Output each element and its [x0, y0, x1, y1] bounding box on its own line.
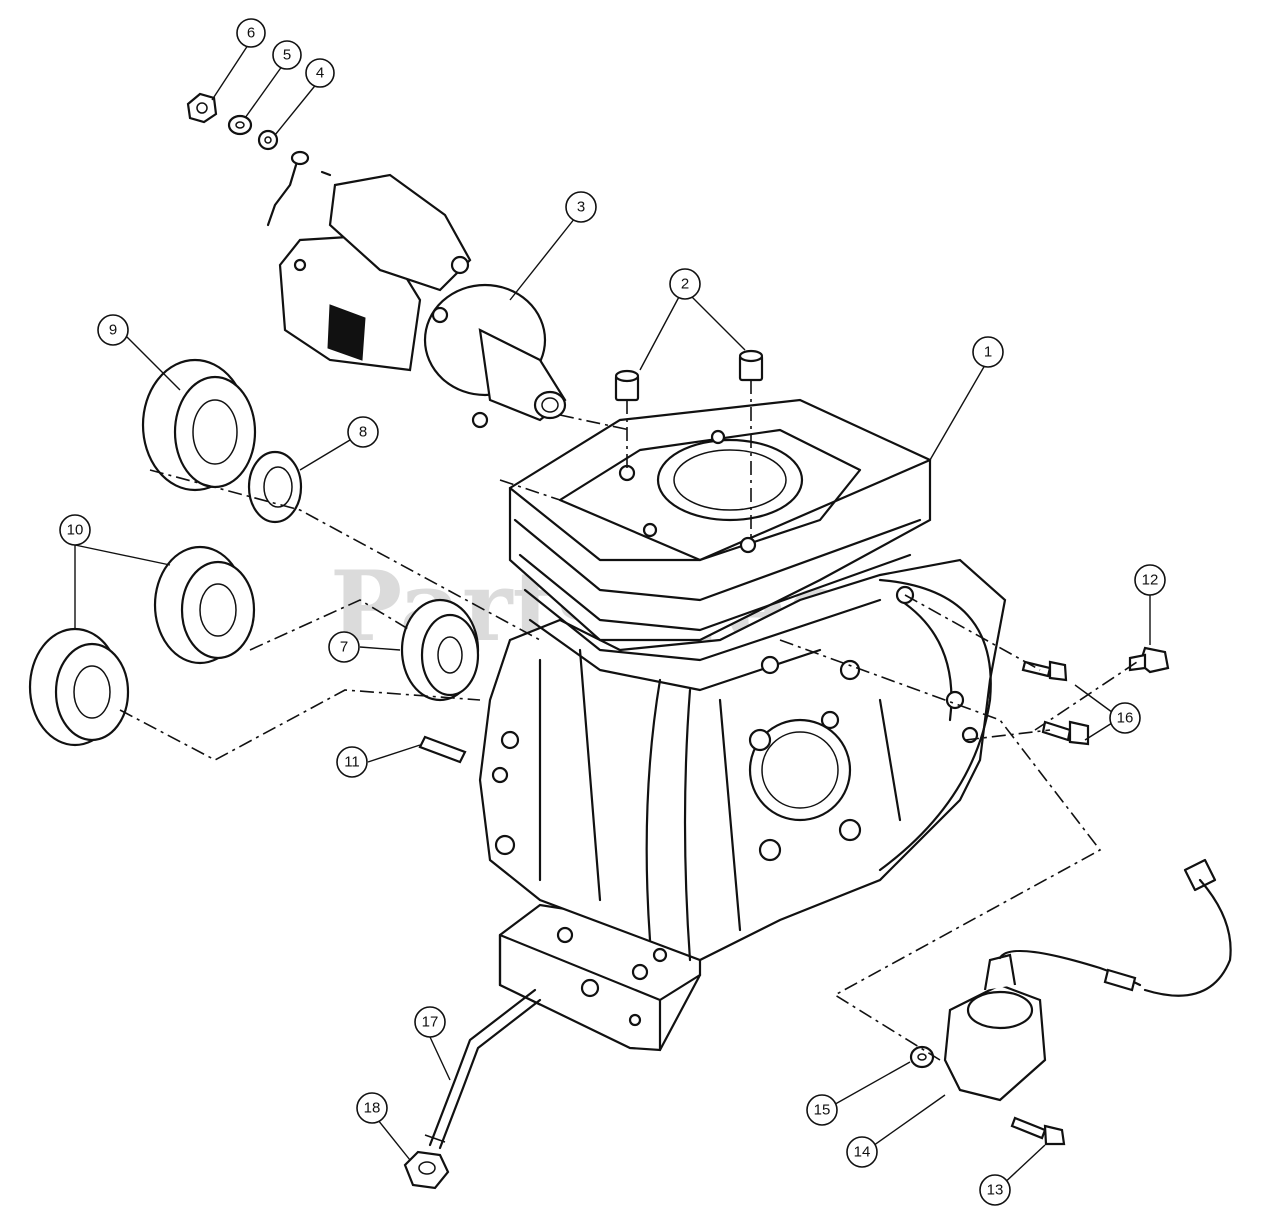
callout-18[interactable]: 18 — [356, 1092, 388, 1124]
callout-11[interactable]: 11 — [336, 746, 368, 778]
callout-9[interactable]: 9 — [97, 314, 129, 346]
callout-15[interactable]: 15 — [806, 1094, 838, 1126]
bolt-16-lower[interactable] — [1041, 720, 1090, 746]
crankcase-block[interactable] — [478, 398, 1007, 1052]
callout-label-7: 7 — [340, 639, 348, 656]
callout-label-13: 13 — [987, 1182, 1004, 1199]
callout-label-1: 1 — [984, 344, 992, 361]
dowel-pin-right[interactable] — [738, 349, 764, 382]
callout-label-5: 5 — [283, 47, 291, 64]
starter-motor[interactable] — [278, 170, 567, 429]
callout-8[interactable]: 8 — [347, 416, 379, 448]
pin-11[interactable] — [418, 735, 467, 764]
callout-13[interactable]: 13 — [979, 1174, 1011, 1206]
callout-3[interactable]: 3 — [565, 191, 597, 223]
callout-label-17: 17 — [422, 1014, 439, 1031]
callout-label-12: 12 — [1142, 572, 1159, 589]
callout-label-11: 11 — [344, 754, 360, 771]
spacer-15[interactable] — [909, 1045, 935, 1069]
callout-1[interactable]: 1 — [972, 336, 1004, 368]
callout-label-15: 15 — [814, 1102, 831, 1119]
callout-label-10: 10 — [67, 522, 84, 539]
wire-terminal — [266, 150, 310, 227]
callout-5[interactable]: 5 — [272, 40, 302, 70]
callout-label-2: 2 — [681, 276, 689, 293]
callout-2[interactable]: 2 — [669, 268, 701, 300]
leader-lines — [74, 41, 1151, 1188]
callout-14[interactable]: 14 — [846, 1136, 878, 1168]
ball-bearing-10-upper[interactable] — [153, 545, 256, 665]
ball-bearing-10-lower[interactable] — [28, 627, 130, 747]
callout-4[interactable]: 4 — [305, 58, 335, 88]
callout-10[interactable]: 10 — [59, 514, 91, 546]
callout-6[interactable]: 6 — [236, 18, 266, 48]
hex-nut-6[interactable] — [186, 92, 218, 124]
callout-label-4: 4 — [316, 65, 324, 82]
oil-seal-8[interactable] — [247, 450, 303, 524]
callout-label-6: 6 — [247, 25, 255, 42]
lock-washer-4[interactable] — [257, 129, 279, 151]
ignition-coil-14[interactable] — [943, 858, 1232, 1102]
bolt-16-upper[interactable] — [1021, 660, 1068, 682]
callout-label-3: 3 — [577, 199, 585, 216]
ball-bearing-9[interactable] — [141, 358, 257, 492]
bolt-13[interactable] — [1010, 1116, 1066, 1146]
tube-nut-18[interactable] — [403, 1150, 450, 1190]
callout-17[interactable]: 17 — [414, 1006, 446, 1038]
small-bearing-7[interactable] — [400, 598, 480, 702]
callout-label-18: 18 — [364, 1100, 381, 1117]
breather-tube-17[interactable] — [424, 988, 542, 1150]
callout-12[interactable]: 12 — [1134, 564, 1166, 596]
callout-label-9: 9 — [109, 322, 117, 339]
drain-plug-12[interactable] — [1128, 646, 1170, 674]
callout-7[interactable]: 7 — [328, 631, 360, 663]
flat-washer-5[interactable] — [227, 114, 253, 136]
assembly-lines — [119, 380, 1141, 1061]
callout-16[interactable]: 16 — [1109, 702, 1141, 734]
callout-label-14: 14 — [854, 1144, 871, 1161]
callout-label-8: 8 — [359, 424, 367, 441]
dowel-pin-left[interactable] — [614, 369, 640, 402]
callout-label-16: 16 — [1117, 710, 1134, 727]
